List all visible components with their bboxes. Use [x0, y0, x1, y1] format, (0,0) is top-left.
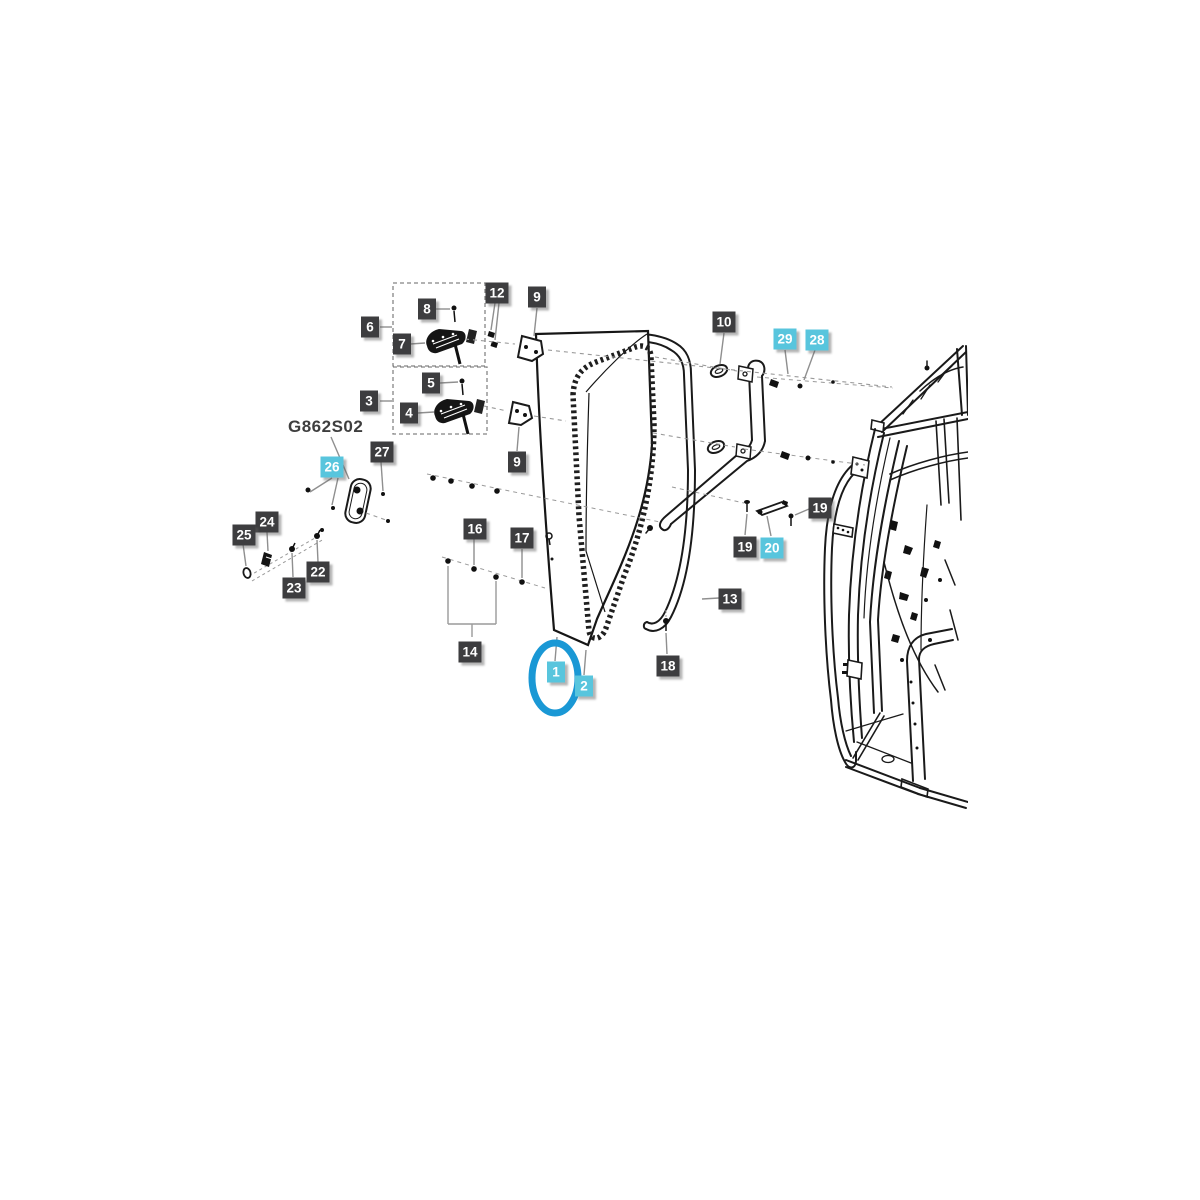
rod-assembly — [242, 528, 325, 582]
part-label-7[interactable]: 7 — [393, 333, 411, 355]
fastener-rows — [426, 473, 745, 637]
bolt-18 — [663, 610, 669, 631]
part-label-28[interactable]: 28 — [805, 329, 829, 351]
door-glass-1 — [534, 329, 654, 647]
bolt-12 — [487, 331, 495, 338]
part-label-9[interactable]: 9 — [528, 286, 546, 308]
part-label-19[interactable]: 19 — [808, 497, 832, 519]
part-label-27[interactable]: 27 — [370, 441, 394, 463]
part-label-3[interactable]: 3 — [360, 390, 378, 412]
group-box-3 — [392, 366, 488, 435]
part-label-6[interactable]: 6 — [361, 316, 379, 338]
clip-24 — [261, 552, 272, 567]
part-label-23[interactable]: 23 — [282, 577, 306, 599]
part-label-20[interactable]: 20 — [760, 537, 784, 559]
bracket-14-lines — [447, 566, 497, 637]
part-label-14[interactable]: 14 — [458, 641, 482, 663]
part-label-13[interactable]: 13 — [718, 588, 742, 610]
part-label-22[interactable]: 22 — [306, 561, 330, 583]
part-label-18[interactable]: 18 — [656, 655, 680, 677]
hinge-group-boxes — [392, 282, 488, 435]
part-label-19[interactable]: 19 — [733, 536, 757, 558]
upper-hinge-assembly — [426, 305, 498, 365]
bolt-12 — [490, 341, 498, 348]
part-label-25[interactable]: 25 — [232, 524, 256, 546]
grab-handle — [645, 359, 766, 534]
part-label-5[interactable]: 5 — [422, 372, 440, 394]
part-label-17[interactable]: 17 — [510, 527, 534, 549]
mounting-plates-9 — [507, 334, 545, 427]
screw-5 — [459, 378, 465, 384]
part-label-16[interactable]: 16 — [463, 518, 487, 540]
cab-frame — [823, 345, 968, 809]
bolt-rows-28-29 — [743, 376, 894, 466]
screw-8 — [451, 305, 457, 311]
part-label-12[interactable]: 12 — [485, 282, 509, 304]
group-box-6 — [392, 282, 486, 367]
part-label-29[interactable]: 29 — [773, 328, 797, 350]
door-seal-2 — [570, 343, 657, 641]
part-label-4[interactable]: 4 — [400, 402, 418, 424]
hinge-bushing — [474, 399, 485, 414]
mirror-bracket — [305, 478, 390, 524]
part-label-8[interactable]: 8 — [418, 298, 436, 320]
gasket-pads-10 — [706, 363, 729, 455]
part-label-26[interactable]: 26 — [320, 456, 344, 478]
alignment-lines — [365, 338, 893, 521]
lower-hinge-assembly — [434, 378, 485, 435]
part-label-1-highlighted[interactable]: 1 — [547, 661, 565, 683]
assembly-ref-code[interactable]: G862S02 — [288, 417, 364, 436]
hinge-bushing — [466, 329, 477, 344]
latch-parts-19-20 — [744, 500, 794, 526]
part-label-9[interactable]: 9 — [508, 451, 526, 473]
part-label-2[interactable]: 2 — [575, 675, 593, 697]
part-label-10[interactable]: 10 — [712, 311, 736, 333]
part-label-24[interactable]: 24 — [255, 511, 279, 533]
